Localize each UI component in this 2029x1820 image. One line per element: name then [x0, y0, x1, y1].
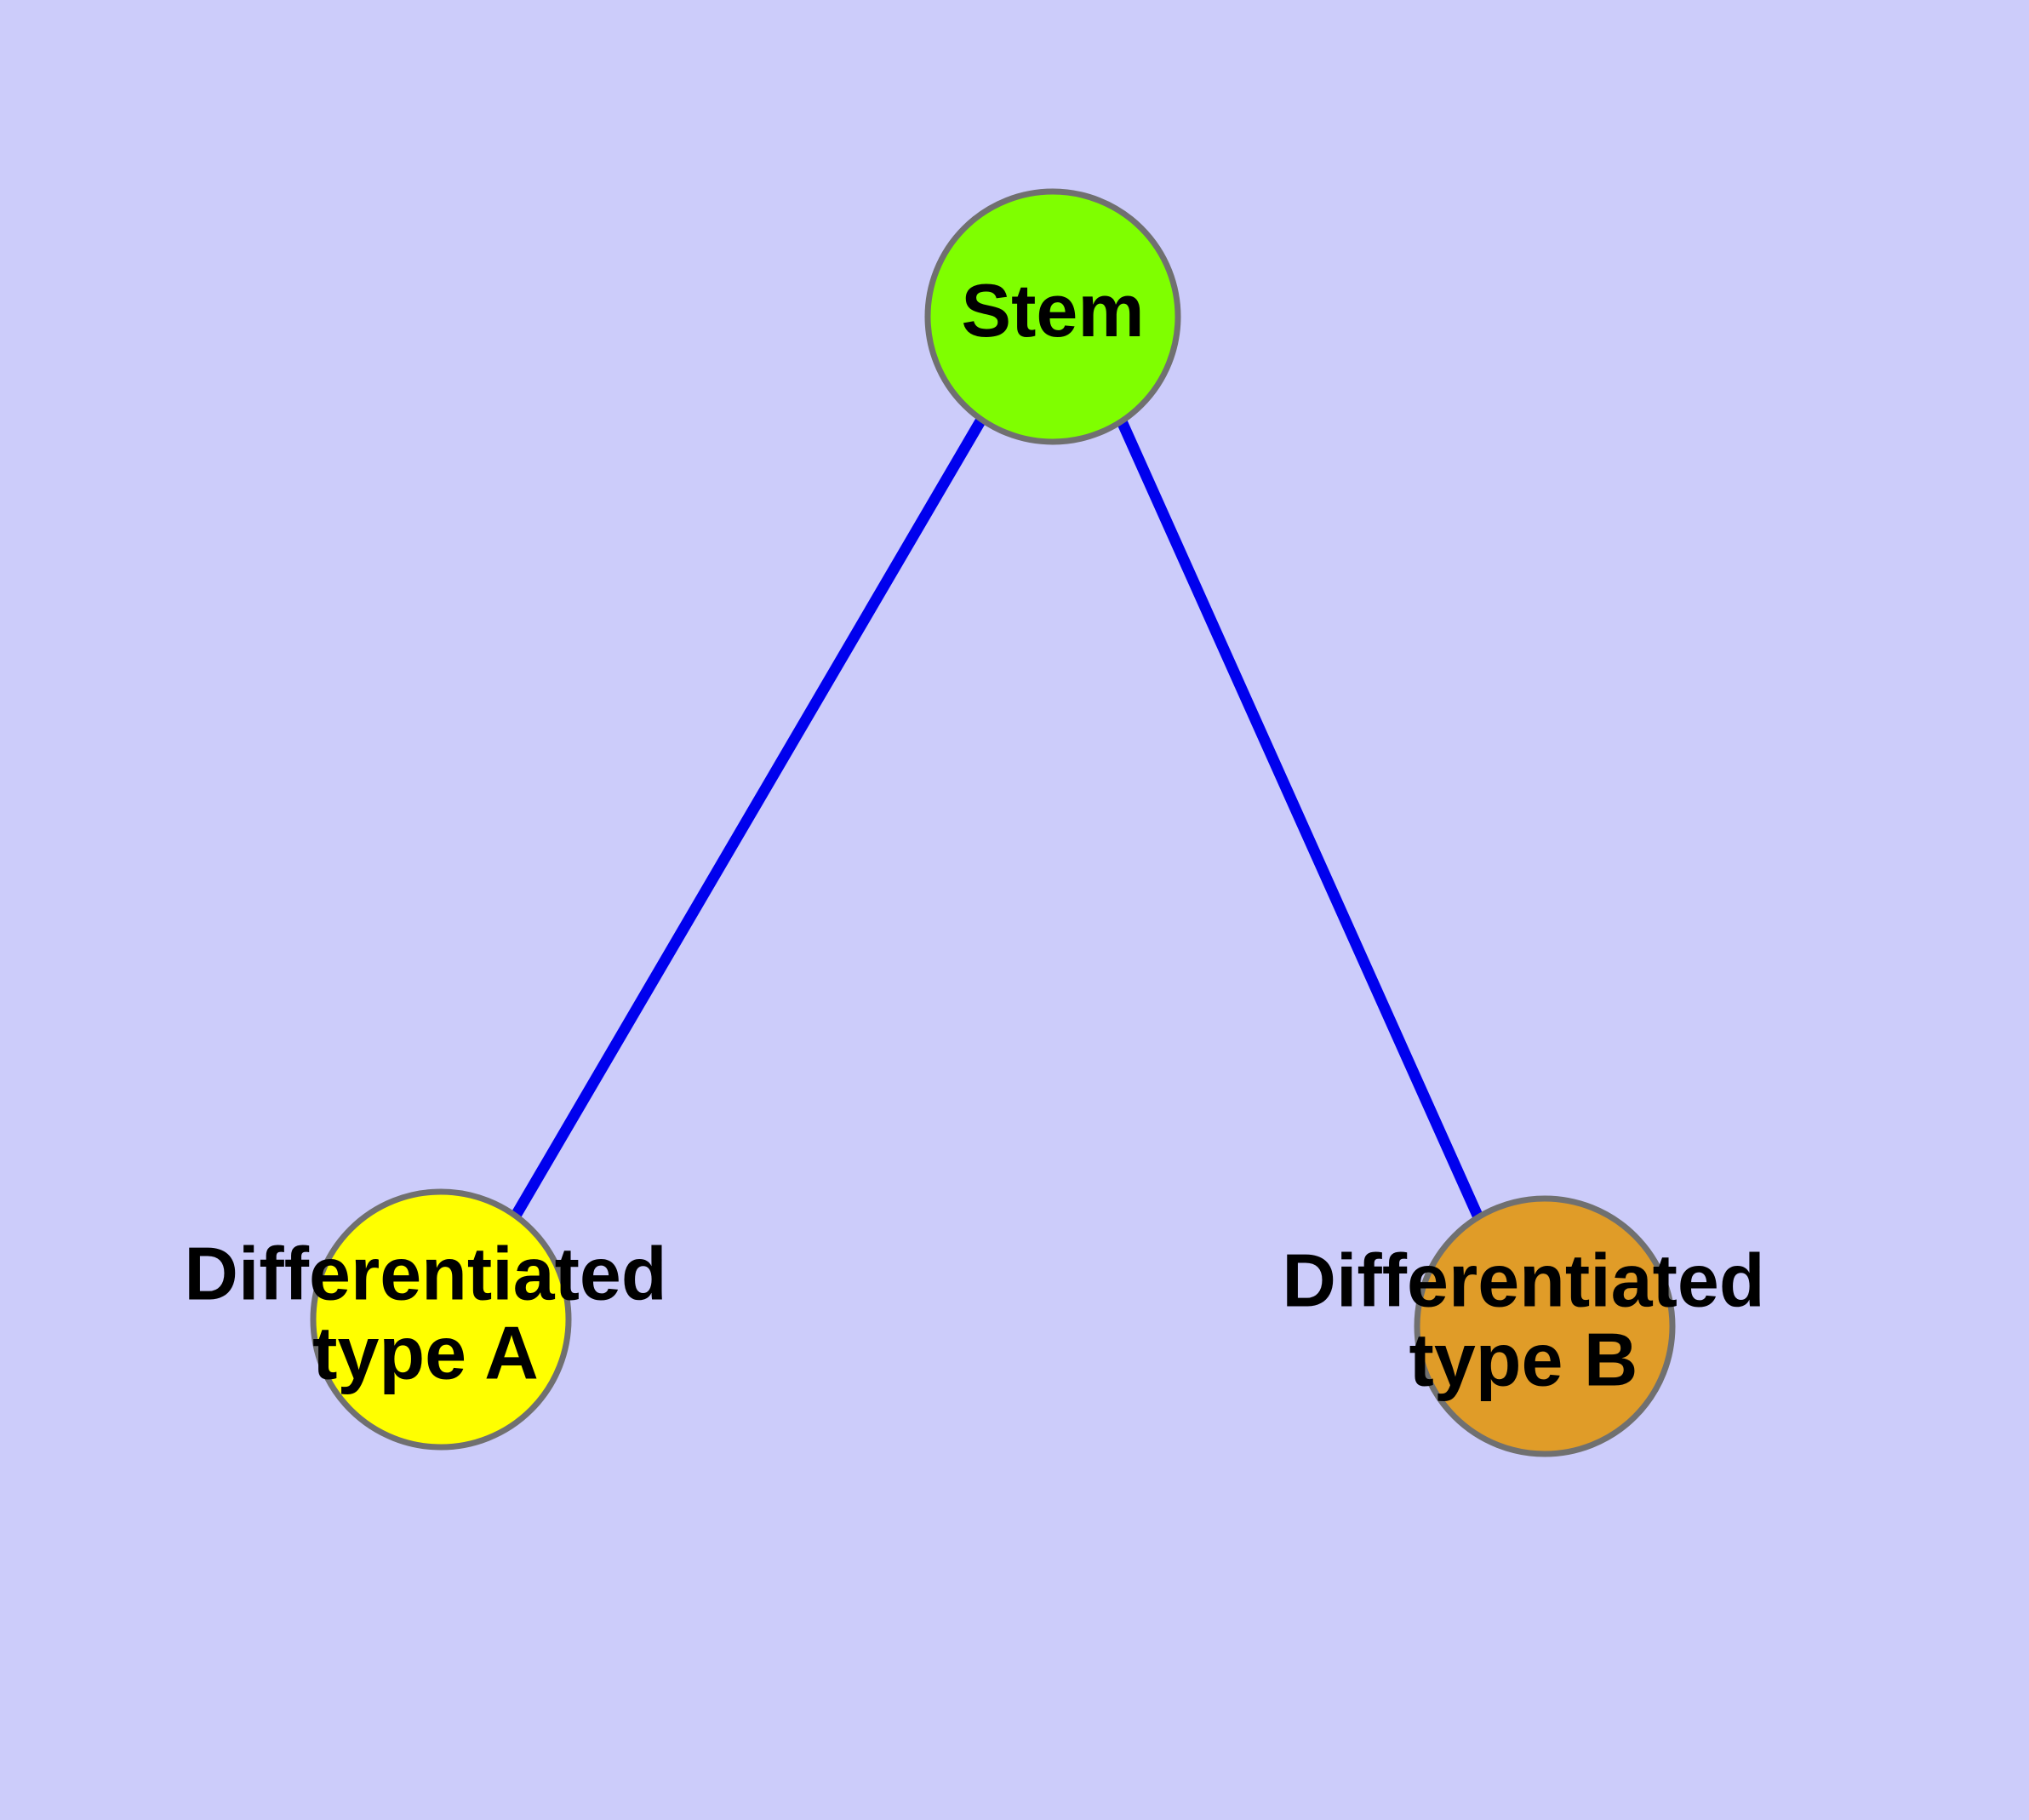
edge-stem-to-differentiated-type-b[interactable]: [1117, 419, 1483, 1220]
edge-stem-to-differentiated-type-a[interactable]: [508, 416, 986, 1223]
node-differentiated-type-b-circle[interactable]: [1414, 1195, 1676, 1457]
node-stem-circle[interactable]: [924, 188, 1181, 445]
node-differentiated-type-b[interactable]: [1414, 1195, 1676, 1457]
edges-group: [508, 416, 1483, 1223]
nodes-group: [310, 188, 1676, 1457]
node-differentiated-type-a[interactable]: [310, 1188, 572, 1451]
node-stem-label: Stem: [961, 268, 1144, 352]
node-differentiated-type-a-circle[interactable]: [310, 1188, 572, 1451]
node-stem[interactable]: [924, 188, 1181, 445]
